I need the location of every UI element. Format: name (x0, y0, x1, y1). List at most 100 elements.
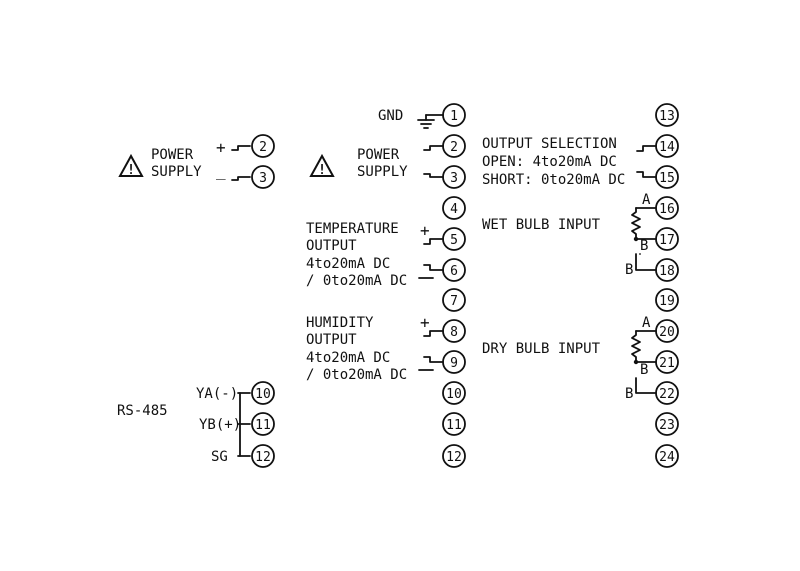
terminal-5: 5 (442, 227, 466, 251)
yb-label: YB(+) (199, 417, 241, 433)
humidity-label-line4: / 0to20mA DC (306, 367, 407, 383)
terminal-10: 10 (251, 381, 275, 405)
wet-bulb-b-inner-label: B (640, 238, 648, 254)
temperature-label-line2: OUTPUT (306, 238, 357, 254)
svg-text:1: 1 (450, 109, 458, 124)
svg-text:12: 12 (446, 450, 462, 465)
terminal-18: 18 (655, 258, 679, 282)
temperature-output-block: TEMPERATURE OUTPUT 4to20mA DC / 0to20mA … (306, 221, 444, 289)
terminal-11: 11 (251, 412, 275, 436)
sg-label: SG (211, 449, 228, 465)
svg-text:8: 8 (450, 325, 458, 340)
terminal-17: 17 (655, 227, 679, 251)
terminal-22: 22 (655, 381, 679, 405)
wet-bulb-b-outer-label: B (625, 262, 633, 278)
svg-text:6: 6 (450, 264, 458, 279)
output-selection-line1: OUTPUT SELECTION (482, 136, 617, 152)
gnd-block: GND (378, 108, 444, 129)
terminal-16: 16 (655, 196, 679, 220)
dry-bulb-label: DRY BULB INPUT (482, 341, 601, 357)
svg-text:3: 3 (259, 171, 267, 186)
svg-text:!: ! (318, 163, 326, 178)
svg-text:!: ! (127, 163, 135, 178)
terminal-24: 24 (655, 444, 679, 468)
humidity-label-line3: 4to20mA DC (306, 350, 390, 366)
minus-sign: _ (216, 161, 226, 180)
svg-text:3: 3 (450, 171, 458, 186)
svg-text:14: 14 (659, 140, 675, 155)
humidity-output-block: HUMIDITY OUTPUT 4to20mA DC / 0to20mA DC … (306, 313, 444, 383)
svg-text:23: 23 (659, 418, 675, 433)
middle-terminal-column: 1 2 3 4 5 6 7 8 9 10 11 12 (442, 103, 466, 468)
svg-text:19: 19 (659, 294, 675, 309)
terminal-10: 10 (442, 381, 466, 405)
left-power-supply: ! POWER SUPPLY + _ 2 3 (118, 134, 275, 189)
temperature-label-line1: TEMPERATURE (306, 221, 399, 237)
svg-text:15: 15 (659, 171, 675, 186)
svg-text:22: 22 (659, 387, 675, 402)
svg-text:16: 16 (659, 202, 675, 217)
temperature-label-line3: 4to20mA DC (306, 256, 390, 272)
svg-text:13: 13 (659, 109, 675, 124)
dry-bulb-b-outer-label: B (625, 386, 633, 402)
warning-icon: ! (309, 153, 335, 178)
terminal-2: 2 (251, 134, 275, 158)
terminal-8: 8 (442, 319, 466, 343)
plus-sign: + (420, 313, 430, 332)
power-label-line2: SUPPLY (151, 164, 202, 180)
terminal-4: 4 (442, 196, 466, 220)
svg-text:11: 11 (446, 418, 462, 433)
terminal-13: 13 (655, 103, 679, 127)
gnd-label: GND (378, 108, 403, 124)
terminal-12: 12 (442, 444, 466, 468)
terminal-14: 14 (655, 134, 679, 158)
svg-text:24: 24 (659, 450, 675, 465)
plus-sign: + (216, 138, 226, 157)
ya-label: YA(-) (196, 386, 238, 402)
svg-text:12: 12 (255, 450, 271, 465)
terminal-6: 6 (442, 258, 466, 282)
svg-text:2: 2 (259, 140, 267, 155)
terminal-12: 12 (251, 444, 275, 468)
terminal-23: 23 (655, 412, 679, 436)
humidity-label-line2: OUTPUT (306, 332, 357, 348)
humidity-label-line1: HUMIDITY (306, 315, 374, 331)
svg-text:7: 7 (450, 294, 458, 309)
wet-bulb-label: WET BULB INPUT (482, 217, 601, 233)
right-terminal-column: 13 14 15 16 17 18 19 20 21 22 23 24 (655, 103, 679, 468)
svg-text:17: 17 (659, 233, 675, 248)
resistor-icon (631, 207, 641, 240)
svg-text:20: 20 (659, 325, 675, 340)
rs485-label: RS-485 (117, 403, 168, 419)
dry-bulb-b-inner-label: B (640, 362, 648, 378)
terminal-15: 15 (655, 165, 679, 189)
terminal-7: 7 (442, 288, 466, 312)
terminal-9: 9 (442, 350, 466, 374)
svg-text:21: 21 (659, 356, 675, 371)
wet-bulb-input-block: WET BULB INPUT A B B (482, 192, 657, 278)
svg-text:18: 18 (659, 264, 675, 279)
svg-text:5: 5 (450, 233, 458, 248)
terminal-1: 1 (442, 103, 466, 127)
output-selection-line3: SHORT: 0to20mA DC (482, 172, 625, 188)
power-label-line2: SUPPLY (357, 164, 408, 180)
middle-power-supply: ! POWER SUPPLY (309, 145, 444, 180)
power-label-line1: POWER (151, 147, 194, 163)
terminal-20: 20 (655, 319, 679, 343)
svg-text:4: 4 (450, 202, 458, 217)
power-label-line1: POWER (357, 147, 400, 163)
ground-icon (417, 114, 444, 129)
svg-text:10: 10 (446, 387, 462, 402)
svg-text:9: 9 (450, 356, 458, 371)
svg-text:2: 2 (450, 140, 458, 155)
svg-text:11: 11 (255, 418, 271, 433)
svg-text:10: 10 (255, 387, 271, 402)
resistor-icon (631, 330, 641, 363)
temperature-label-line4: / 0to20mA DC (306, 273, 407, 289)
plus-sign: + (420, 221, 430, 240)
dry-bulb-a-label: A (642, 315, 651, 331)
terminal-21: 21 (655, 350, 679, 374)
terminal-19: 19 (655, 288, 679, 312)
rs485-block: RS-485 YA(-) YB(+) SG 10 11 12 (117, 381, 275, 468)
